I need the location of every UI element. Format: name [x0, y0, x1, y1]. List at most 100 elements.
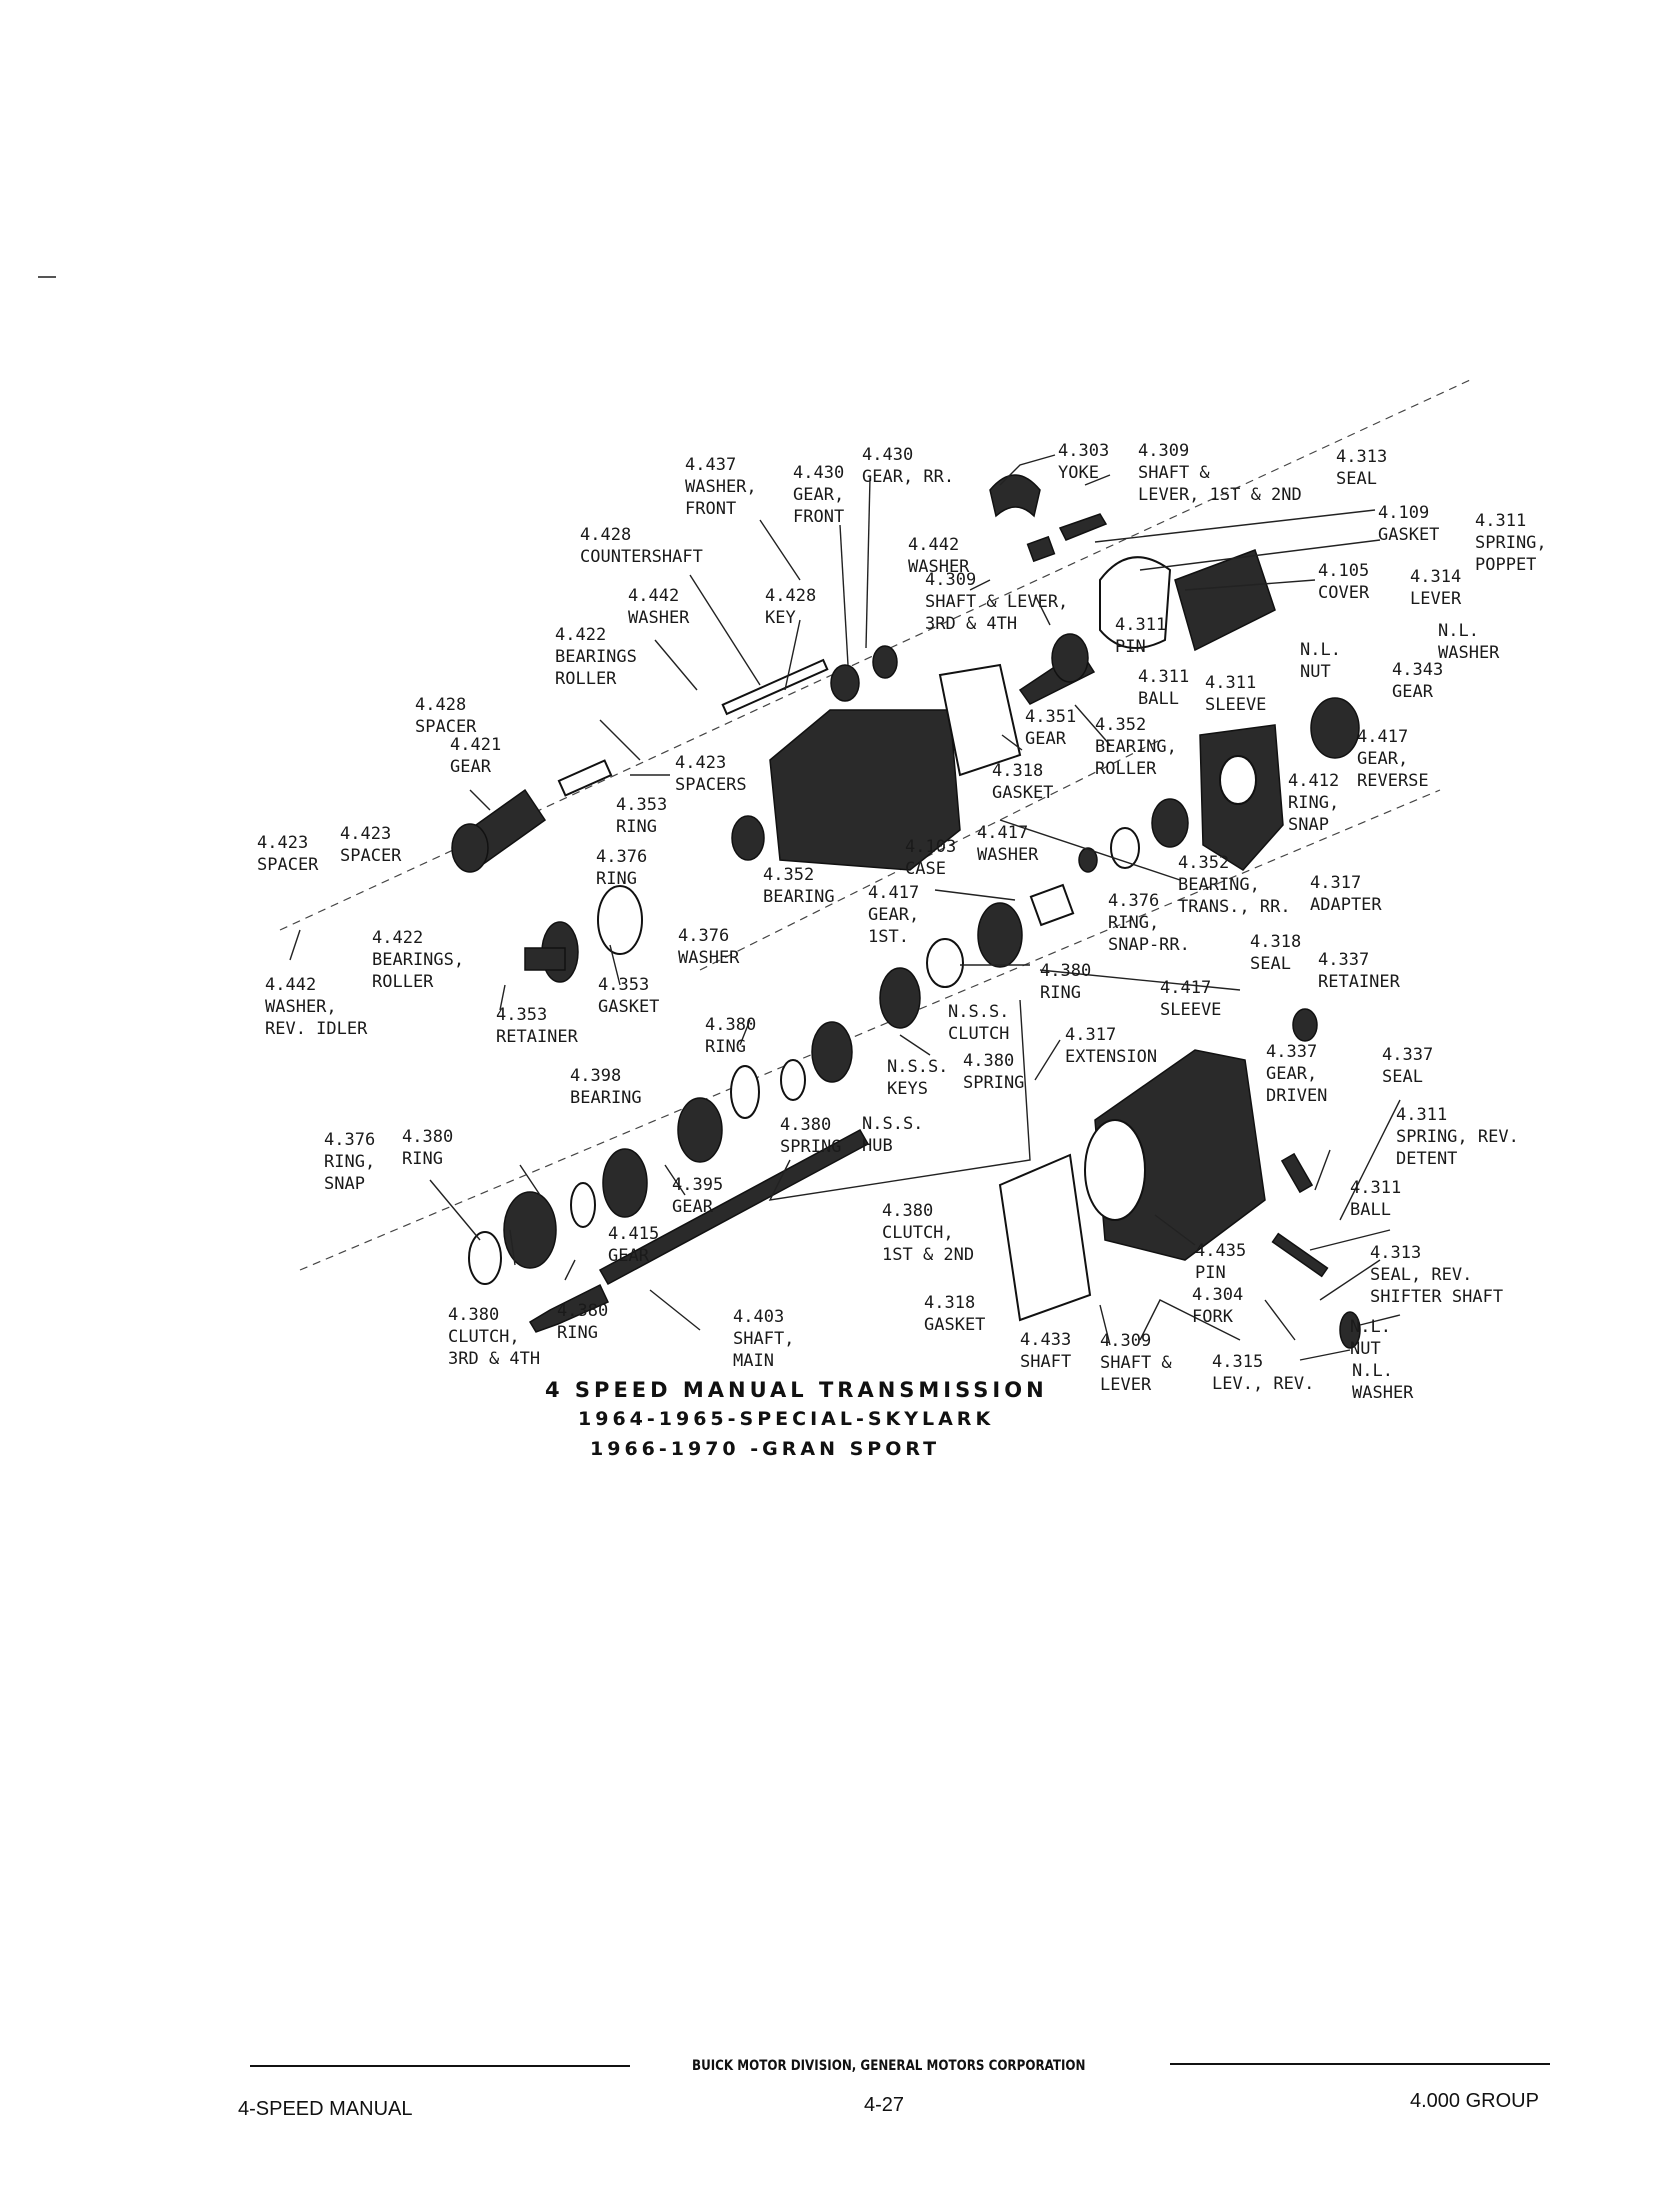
part-label-line: SPRING, REV.	[1396, 1127, 1519, 1147]
yoke-part	[989, 474, 1041, 518]
part-label-line: N.L.	[1350, 1317, 1391, 1337]
case-gasket-part	[938, 663, 1022, 777]
part-label-line: 4.380	[882, 1201, 933, 1221]
part-label-line: 4.318	[992, 761, 1043, 781]
part-label-line: 4.422	[555, 625, 606, 645]
part-label-line: 4.417	[868, 883, 919, 903]
part-label-line: 4.376	[596, 847, 647, 867]
part-label-line: NUT	[1350, 1339, 1381, 1359]
gear-415-part	[503, 1191, 557, 1269]
part-label-line: HUB	[862, 1136, 893, 1156]
part-label-line: 4.337	[1382, 1045, 1433, 1065]
assembly-axes	[279, 379, 1471, 1271]
part-label-line: ROLLER	[372, 972, 434, 992]
part-label-line: WASHER	[1438, 643, 1500, 663]
ring-380-part	[926, 938, 964, 988]
part-label-line: 1ST & 2ND	[882, 1245, 974, 1265]
part-label-line: 4.442	[265, 975, 316, 995]
part-label-line: SPACER	[415, 717, 477, 737]
part-label-line: 4.376	[678, 926, 729, 946]
part-label-line: 4.103	[905, 837, 956, 857]
part-label-line: 4.318	[1250, 932, 1301, 952]
part-label-line: ADAPTER	[1310, 895, 1382, 915]
parts	[451, 474, 1361, 1349]
part-label-line: POPPET	[1475, 555, 1536, 575]
part-label-l60: N.S.S.HUB	[862, 1114, 923, 1156]
part-label-line: 4.317	[1065, 1025, 1116, 1045]
part-label-line: 4.423	[675, 753, 726, 773]
driven-gear-part	[1280, 1152, 1314, 1194]
bearing-case-part	[731, 815, 765, 861]
footer-company: BUICK MOTOR DIVISION, GENERAL MOTORS COR…	[692, 2058, 1086, 2074]
part-label-line: MAIN	[733, 1351, 774, 1371]
footer-page-number: 4-27	[864, 2094, 905, 2116]
case-part	[769, 709, 961, 871]
part-label-line: SPRING,	[1475, 533, 1547, 553]
part-label-line: SEAL	[1336, 469, 1377, 489]
part-label-line: SEAL	[1382, 1067, 1423, 1087]
part-label-line: RING,	[324, 1152, 375, 1172]
part-label-line: GEAR	[672, 1197, 714, 1217]
part-label-line: 4.309	[1138, 441, 1189, 461]
part-label-line: 4.352	[763, 865, 814, 885]
part-label-line: SPACERS	[675, 775, 747, 795]
part-label-line: SPACER	[257, 855, 319, 875]
part-label-line: 4.430	[862, 445, 913, 465]
part-label-line: RETAINER	[1318, 972, 1401, 992]
part-label-line: 4.415	[608, 1224, 659, 1244]
part-label-line: GEAR, RR.	[862, 467, 954, 487]
footer-section-name: 4-SPEED MANUAL	[238, 2098, 413, 2120]
bearing-398-part	[677, 1097, 723, 1163]
part-label-line: 4.353	[616, 795, 667, 815]
part-label-line: 4.309	[1100, 1331, 1151, 1351]
part-label-line: 4.304	[1192, 1285, 1243, 1305]
part-label-line: 4.352	[1095, 715, 1146, 735]
part-label-line: GEAR	[1392, 682, 1434, 702]
part-label-line: FORK	[1192, 1307, 1234, 1327]
sleeve-part	[1029, 883, 1075, 927]
part-label-line: PIN	[1195, 1263, 1226, 1283]
part-label-line: RING,	[1108, 913, 1159, 933]
part-label-line: RING	[557, 1323, 598, 1343]
part-label-line: SNAP	[324, 1174, 365, 1194]
snap-ring-rear-part	[1110, 827, 1140, 869]
part-label-line: 4.313	[1336, 447, 1387, 467]
part-label-line: BEARING,	[1095, 737, 1177, 757]
part-label-line: N.L.	[1438, 621, 1479, 641]
part-label-line: SHAFT	[1020, 1352, 1071, 1372]
footer-rule-left	[250, 2065, 630, 2067]
part-label-line: 4.311	[1205, 673, 1256, 693]
part-label-line: GEAR,	[1357, 749, 1408, 769]
part-label-line: CASE	[905, 859, 946, 879]
part-label-line: SLEEVE	[1160, 1000, 1221, 1020]
part-label-line: LEV., REV.	[1212, 1374, 1314, 1394]
part-label-line: 4.437	[685, 455, 736, 475]
input-gear-teeth-part	[1051, 633, 1089, 683]
part-label-line: SLEEVE	[1205, 695, 1266, 715]
part-label-line: SPACER	[340, 846, 402, 866]
part-label-line: GEAR,	[868, 905, 919, 925]
part-label-line: 4.395	[672, 1175, 723, 1195]
